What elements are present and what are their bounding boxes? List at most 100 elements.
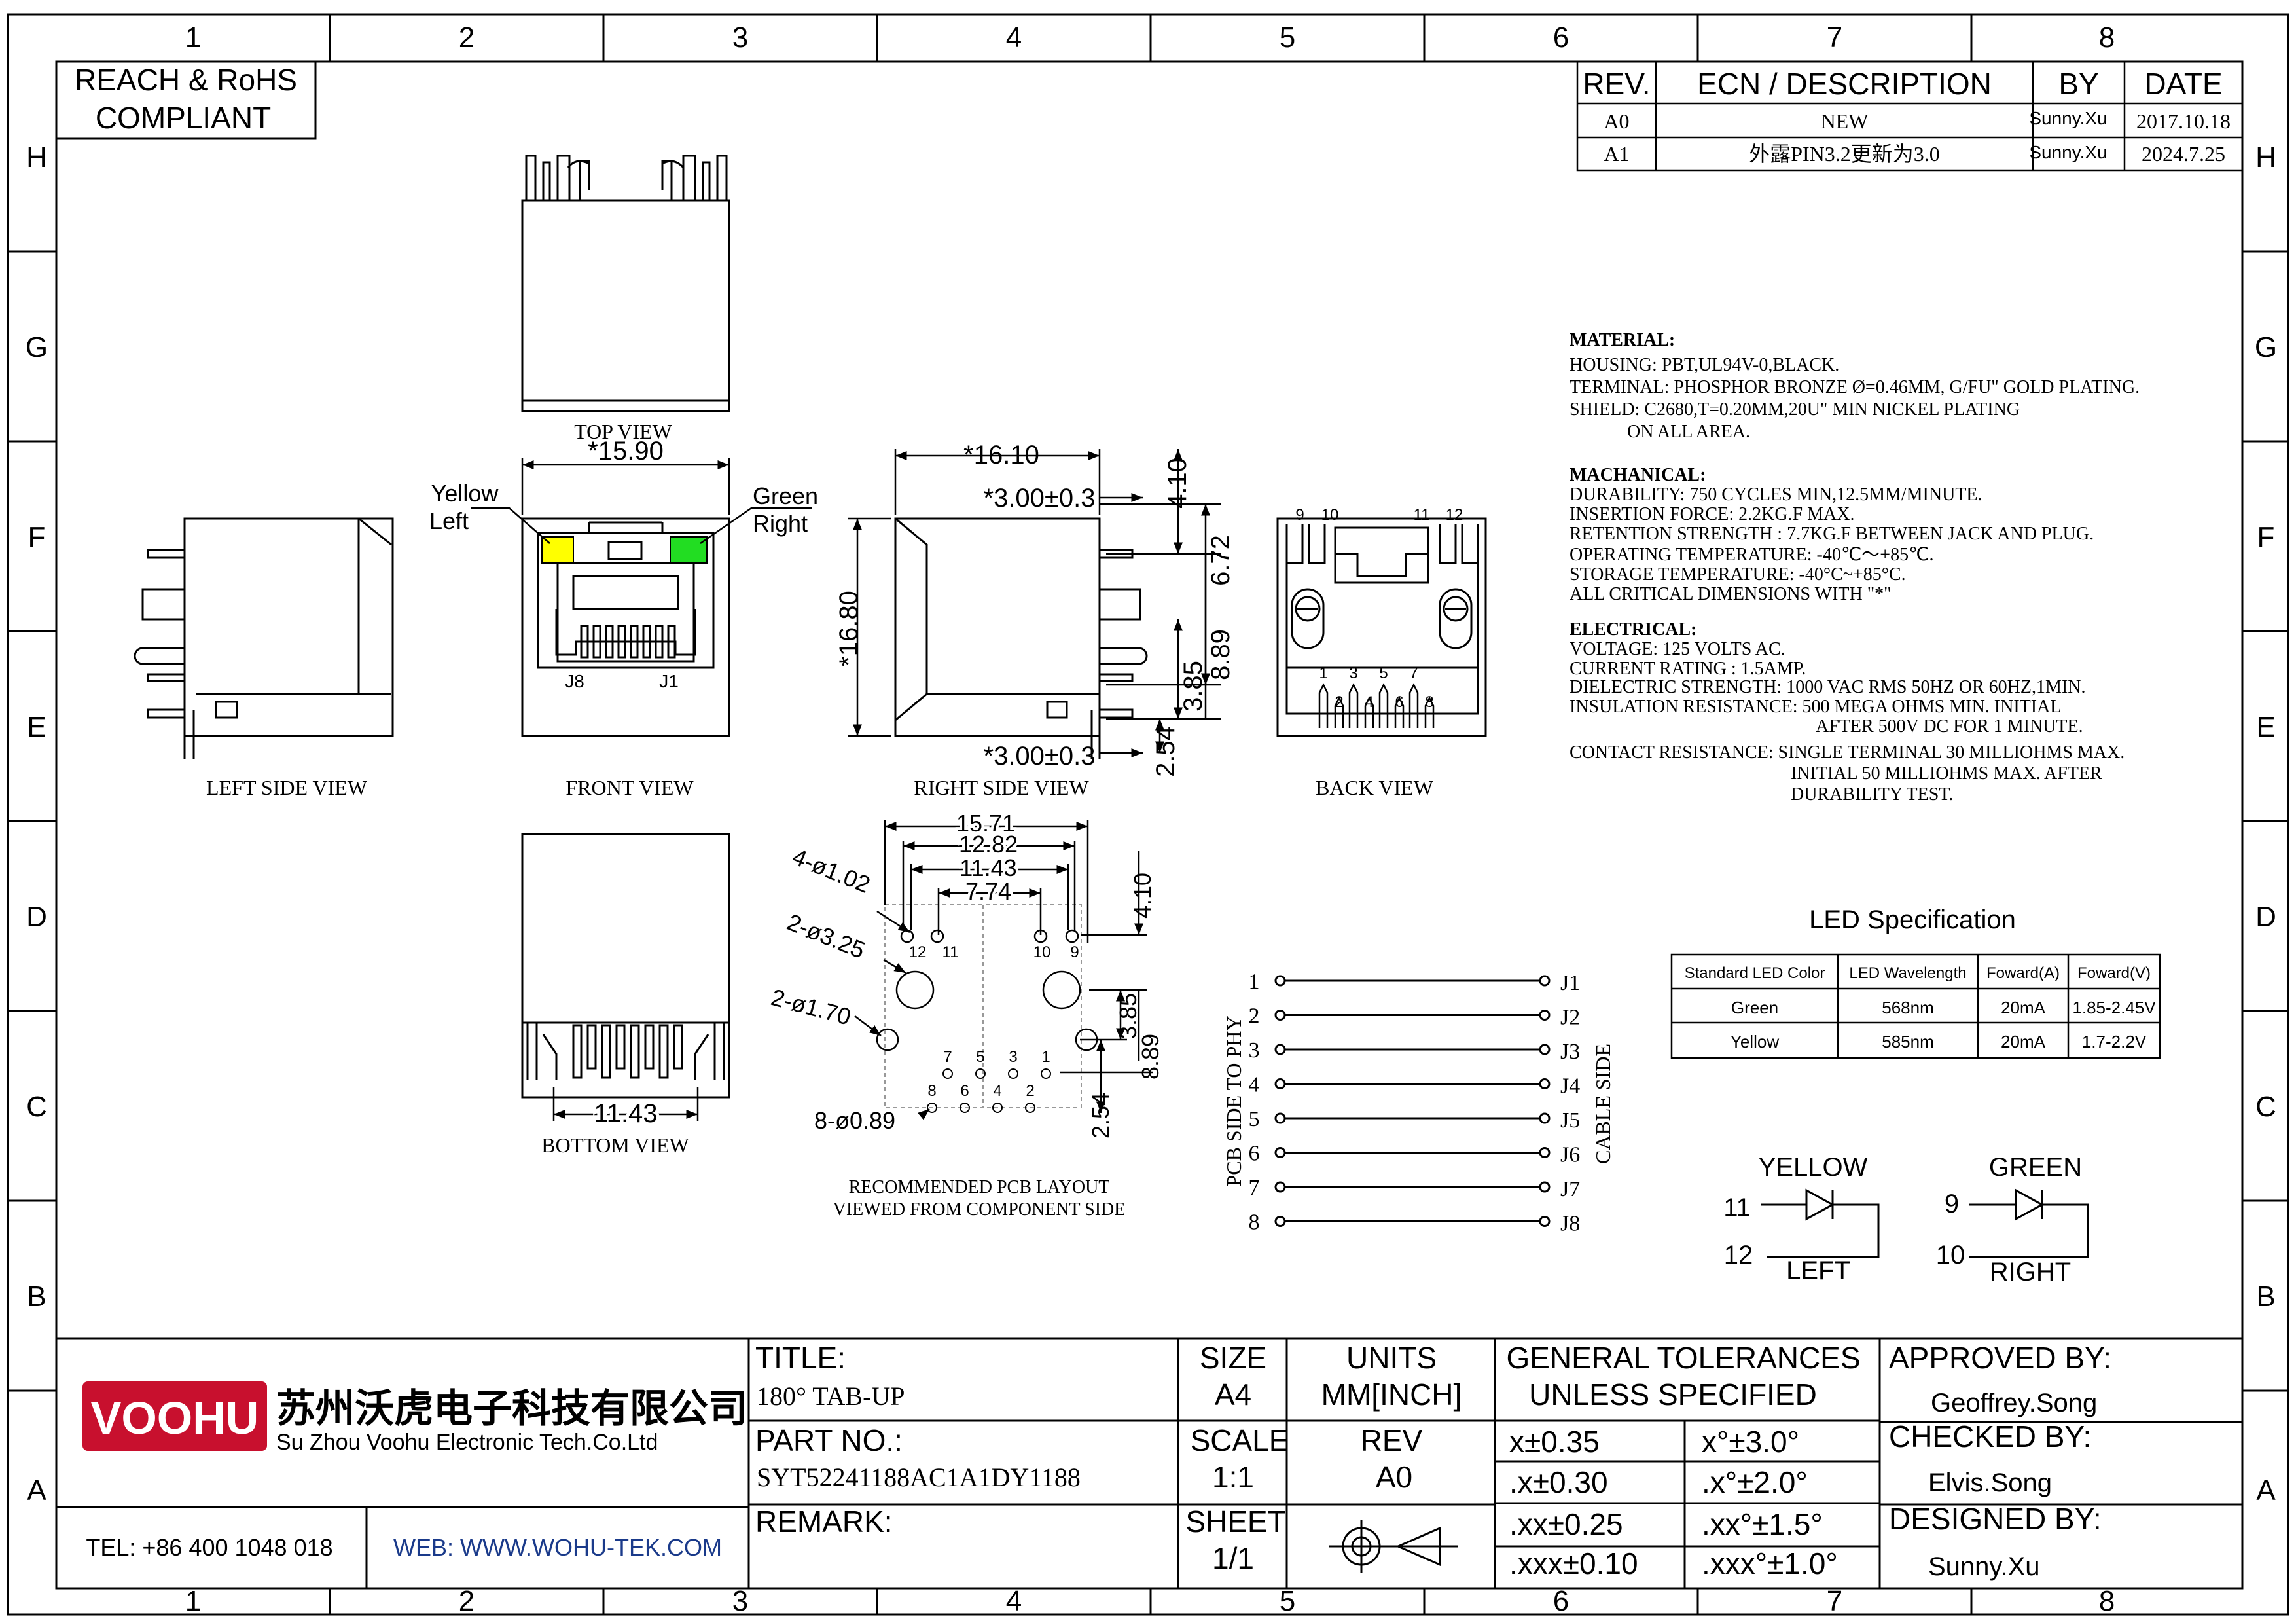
back-pin bbox=[1424, 696, 1435, 728]
pcb-pin-row2 bbox=[960, 1103, 970, 1113]
projection-symbol bbox=[1329, 1520, 1458, 1573]
yellow-pin-12: 12 bbox=[1724, 1241, 1753, 1269]
rev-a0-desc: NEW bbox=[1821, 109, 1869, 133]
compliance-box: REACH & RoHS COMPLIANT bbox=[55, 60, 317, 140]
rev-a0-by: Sunny.Xu bbox=[2029, 108, 2107, 128]
rev-a1-rev: A1 bbox=[1604, 142, 1629, 166]
schematic-right-node bbox=[1539, 1216, 1551, 1227]
spec-line: ALL CRITICAL DIMENSIONS WITH "*" bbox=[1570, 584, 1892, 604]
pcb-pin-label-top: 12 bbox=[909, 943, 927, 961]
schematic-right-pin: J7 bbox=[1560, 1177, 1580, 1201]
schematic-right-pin: J8 bbox=[1560, 1212, 1580, 1236]
tolerance-angular: .xx°±1.5° bbox=[1702, 1507, 1823, 1541]
green-led-title: GREEN bbox=[1989, 1153, 2082, 1182]
spec-line: STORAGE TEMPERATURE: -40°C~+85°C. bbox=[1570, 564, 1906, 585]
tolerance-angular: .xxx°±1.0° bbox=[1702, 1546, 1838, 1580]
units-label: UNITS bbox=[1346, 1341, 1437, 1375]
spec-line: AFTER 500V DC FOR 1 MINUTE. bbox=[1816, 716, 2083, 737]
schematic-right-pin: J3 bbox=[1560, 1040, 1580, 1064]
back-pin bbox=[1394, 696, 1405, 728]
dim-889: 8.89 bbox=[1206, 629, 1235, 680]
spec-line: DURABILITY: 750 CYCLES MIN,12.5MM/MINUTE… bbox=[1570, 484, 1982, 505]
pcb-pin-label-top: 11 bbox=[942, 943, 959, 961]
spec-line: CURRENT RATING : 1.5AMP. bbox=[1570, 659, 1806, 679]
back-pin-label-bottom: 7 bbox=[1409, 665, 1418, 682]
hole-label-089: 8-ø0.89 bbox=[814, 1107, 895, 1134]
bottom-pin bbox=[601, 1024, 611, 1079]
bottom-view-dim bbox=[552, 1087, 699, 1121]
zone-col-top: 1 bbox=[185, 22, 201, 54]
back-pin-label-bottom: 3 bbox=[1349, 665, 1357, 682]
dim-385: 3.85 bbox=[1179, 661, 1208, 712]
zone-row-right: G bbox=[2255, 331, 2277, 363]
bottom-pin bbox=[630, 1024, 640, 1079]
bottom-pin bbox=[658, 1024, 669, 1079]
zone-col-bottom: 6 bbox=[1553, 1585, 1569, 1617]
led-table-cell: 20mA bbox=[2001, 1032, 2046, 1051]
bottom-view bbox=[521, 833, 730, 1099]
green-led-window bbox=[670, 536, 708, 564]
green-side: RIGHT bbox=[1990, 1258, 2071, 1286]
tolerance-angular: x°±3.0° bbox=[1702, 1425, 1799, 1459]
top-view bbox=[521, 155, 730, 412]
green-led-diagram: GREEN 9 10 RIGHT bbox=[1936, 1153, 2089, 1286]
cable-side-label: CABLE SIDE bbox=[1591, 1044, 1615, 1164]
rev-a0-date: 2017.10.18 bbox=[2136, 109, 2231, 133]
front-contact bbox=[580, 625, 589, 659]
led-table-cell: 568nm bbox=[1882, 998, 1934, 1017]
pcb-pin-row1 bbox=[975, 1068, 986, 1079]
rev-a0-rev: A0 bbox=[1604, 109, 1629, 133]
spec-line: ON ALL AREA. bbox=[1627, 422, 1750, 442]
zone-row-left: D bbox=[26, 901, 47, 933]
zone-col-bottom: 8 bbox=[2099, 1585, 2115, 1617]
led-table-header: Foward(V) bbox=[2077, 964, 2151, 982]
revision-table bbox=[1576, 60, 2244, 172]
left-side-view bbox=[134, 517, 394, 759]
title-value: 180° TAB-UP bbox=[757, 1381, 905, 1411]
rev-header-date: DATE bbox=[2144, 67, 2222, 101]
pcb-pin-label-row1: 1 bbox=[1041, 1048, 1050, 1066]
pcb-caption-2: VIEWED FROM COMPONENT SIDE bbox=[833, 1199, 1126, 1220]
back-pin-label-top: 9 bbox=[1295, 506, 1304, 524]
hole-label-325: 2-ø3.25 bbox=[783, 908, 869, 963]
green-pin-9: 9 bbox=[1945, 1190, 1959, 1218]
spec-line: VOLTAGE: 125 VOLTS AC. bbox=[1570, 639, 1785, 659]
zone-col-top: 3 bbox=[732, 22, 748, 54]
title-label: TITLE: bbox=[755, 1341, 846, 1375]
pcb-pin-label-top: 9 bbox=[1070, 943, 1079, 961]
top-view-label: TOP VIEW bbox=[574, 420, 672, 443]
approved-label: APPROVED BY: bbox=[1889, 1341, 2111, 1375]
zone-markers bbox=[8, 14, 2288, 1614]
led-table-cell: 1.85-2.45V bbox=[2072, 998, 2156, 1017]
pcb-pin-row1 bbox=[942, 1068, 953, 1079]
rev-a1-by: Sunny.Xu bbox=[2029, 142, 2107, 162]
right-width-dim: *16.10 bbox=[963, 441, 1039, 469]
schematic-left-pin: 4 bbox=[1249, 1073, 1260, 1097]
j1-label: J1 bbox=[659, 671, 679, 691]
bottom-pin bbox=[586, 1024, 597, 1070]
schematic-left-pin: 2 bbox=[1249, 1004, 1260, 1029]
tab-bottom-dim: *3.00±0.3 bbox=[984, 742, 1096, 771]
front-view-label: FRONT VIEW bbox=[565, 776, 694, 799]
company-name-cn: 苏州沃虎电子科技有限公司 bbox=[276, 1387, 747, 1431]
zone-col-top: 7 bbox=[1827, 22, 1842, 54]
green-label: Green bbox=[753, 483, 818, 509]
zone-row-left: B bbox=[27, 1281, 46, 1313]
revision-table-text: REV. ECN / DESCRIPTION BY DATE A0 NEW Su… bbox=[1583, 67, 2231, 166]
j8-label: J8 bbox=[565, 671, 584, 691]
pcb-dim-410: 4.10 bbox=[1129, 873, 1156, 919]
checked-value: Elvis.Song bbox=[1928, 1468, 2052, 1497]
tolerance-linear: x±0.35 bbox=[1509, 1425, 1600, 1459]
pcb-pin-label-top: 10 bbox=[1033, 943, 1051, 961]
back-pin-label-bottom: 1 bbox=[1319, 665, 1327, 682]
logo-text: VOOHU bbox=[91, 1393, 259, 1444]
schematic-right-node bbox=[1539, 1181, 1551, 1193]
spec-line: HOUSING: PBT,UL94V-0,BLACK. bbox=[1570, 355, 1839, 375]
pcb-dim-1143: 11.43 bbox=[960, 854, 1016, 881]
led-table-header: LED Wavelength bbox=[1849, 964, 1966, 982]
schematic-left-pin: 6 bbox=[1249, 1142, 1260, 1166]
schematic-left-node bbox=[1274, 975, 1286, 987]
